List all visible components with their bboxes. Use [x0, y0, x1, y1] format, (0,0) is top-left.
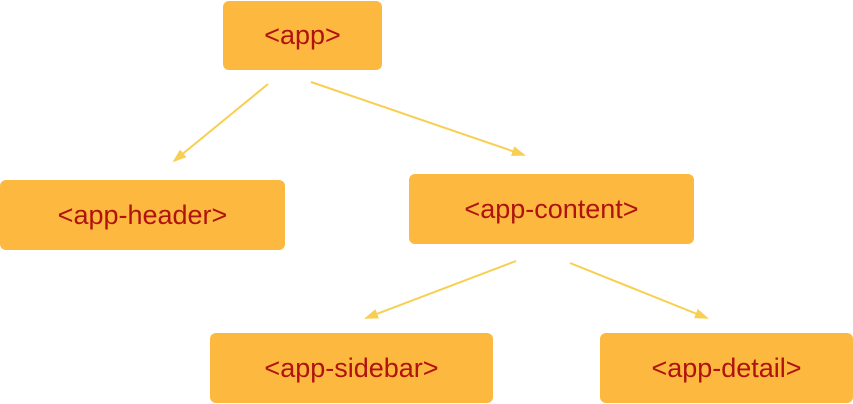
node-app-header-label: <app-header> — [57, 199, 228, 230]
edge-app-content-to-app-detail — [569, 262, 709, 319]
node-app-detail: <app-detail> — [600, 333, 853, 403]
node-app-sidebar: <app-sidebar> — [210, 333, 493, 403]
edge-app-content-to-app-sidebar — [364, 260, 517, 319]
node-app: <app> — [223, 1, 382, 70]
node-app-content-label: <app-content> — [464, 193, 639, 224]
edge-app-to-app-header — [172, 83, 269, 163]
node-app-content: <app-content> — [409, 174, 694, 244]
node-app-detail-label: <app-detail> — [651, 352, 802, 383]
node-app-sidebar-label: <app-sidebar> — [264, 352, 439, 383]
node-app-header: <app-header> — [0, 180, 285, 250]
node-app-label: <app> — [264, 20, 341, 50]
edge-app-to-app-content — [310, 81, 526, 156]
